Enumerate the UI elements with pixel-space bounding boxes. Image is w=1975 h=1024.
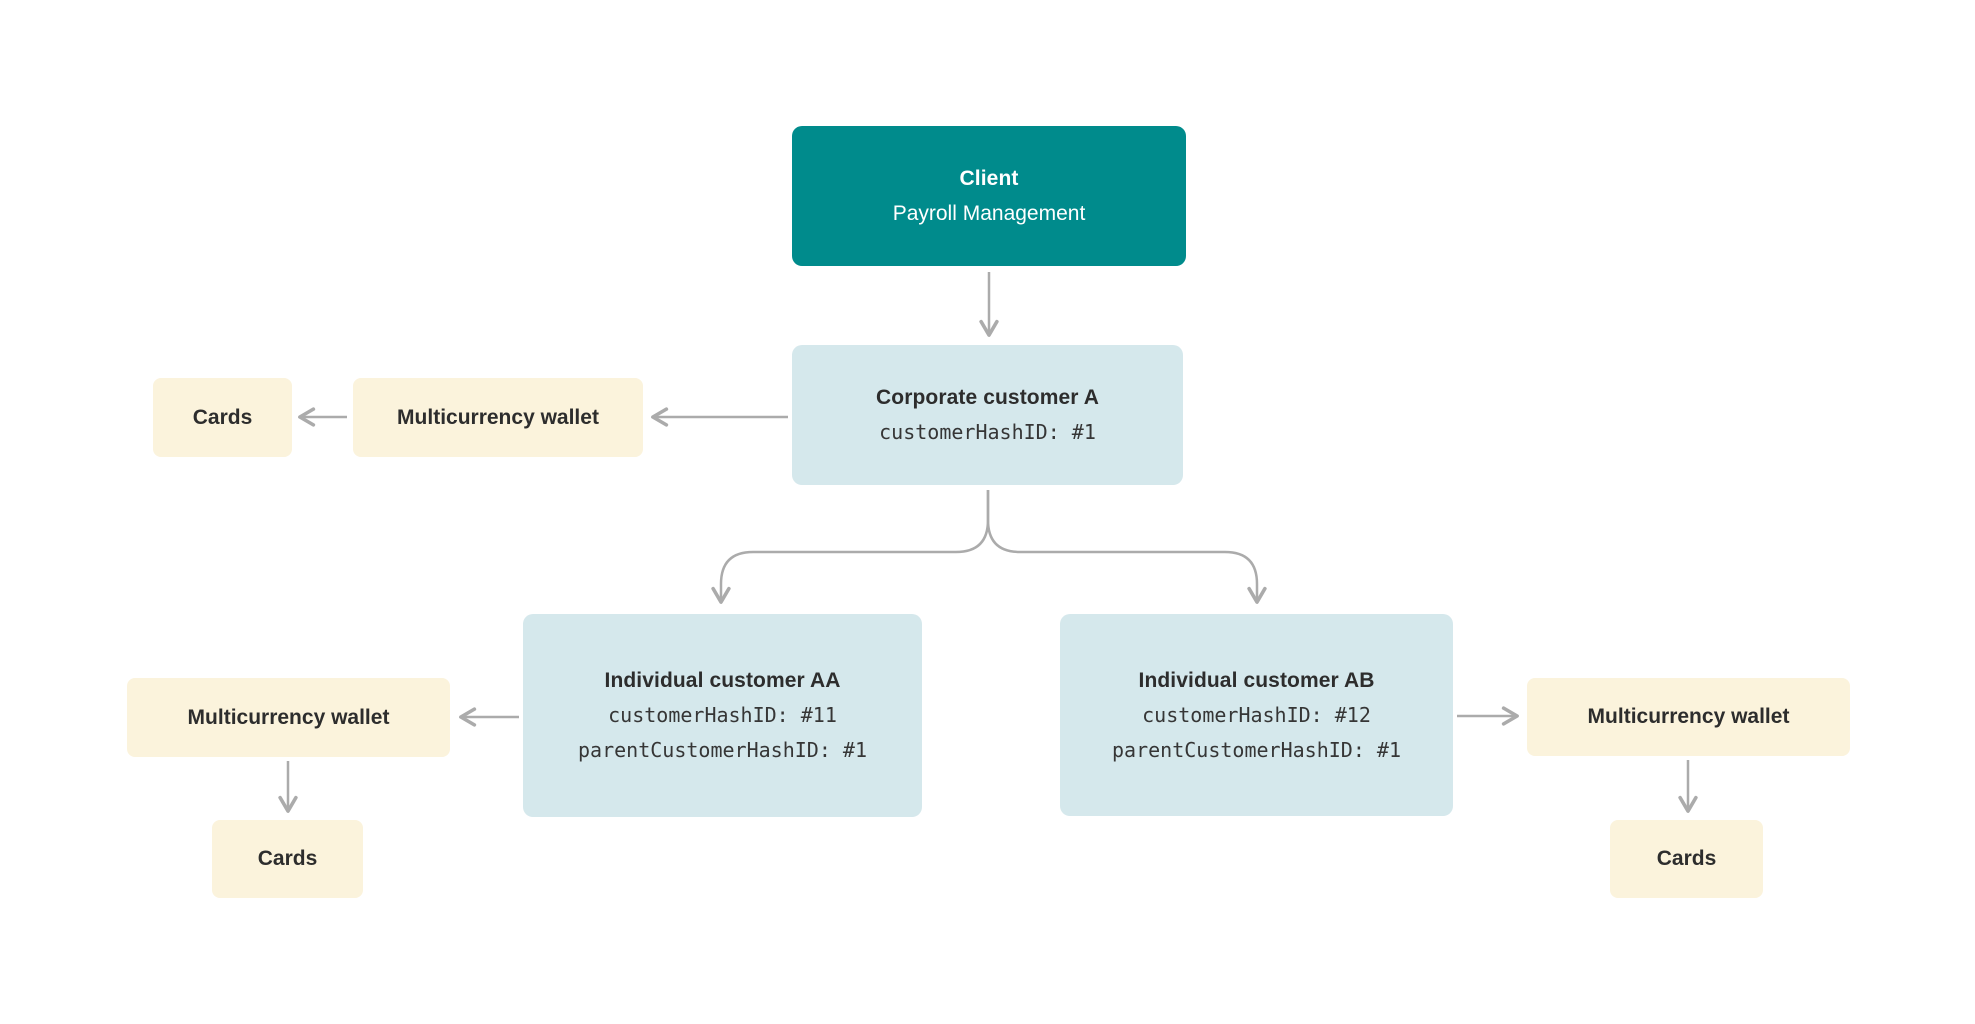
- node-individual-customer-aa: Individual customer AA customerHashID: #…: [523, 614, 922, 817]
- corporate-a-title: Corporate customer A: [876, 386, 1099, 409]
- arrow-corporate-to-individual-aa: [711, 490, 990, 604]
- arrow-corporate-to-individual-ab: [986, 490, 1267, 604]
- individual-ab-parent-hash-id: parentCustomerHashID: #1: [1112, 737, 1401, 762]
- wallet-top-label: Multicurrency wallet: [397, 405, 599, 429]
- cards-right-label: Cards: [1656, 847, 1717, 870]
- individual-aa-hash-id: customerHashID: #11: [608, 703, 837, 727]
- individual-aa-title: Individual customer AA: [604, 669, 841, 692]
- wallet-left-label: Multicurrency wallet: [187, 705, 390, 729]
- cards-left-label: Cards: [257, 847, 318, 870]
- node-cards-ab: Cards: [1610, 820, 1763, 898]
- individual-aa-parent-hash-id: parentCustomerHashID: #1: [578, 738, 867, 762]
- client-subtitle: Payroll Management: [892, 202, 1086, 225]
- node-multicurrency-wallet-ab: Multicurrency wallet: [1527, 678, 1850, 756]
- client-title: Client: [959, 167, 1019, 190]
- wallet-right-label: Multicurrency wallet: [1587, 705, 1790, 728]
- node-corporate-customer-a: Corporate customer A customerHashID: #1: [792, 345, 1183, 485]
- node-cards-corporate: Cards: [153, 378, 292, 457]
- corporate-a-hash-id: customerHashID: #1: [879, 420, 1096, 444]
- node-cards-aa: Cards: [212, 820, 363, 898]
- node-individual-customer-ab: Individual customer AB customerHashID: #…: [1060, 614, 1453, 816]
- node-multicurrency-wallet-aa: Multicurrency wallet: [127, 678, 450, 757]
- node-multicurrency-wallet-corporate: Multicurrency wallet: [353, 378, 643, 457]
- cards-top-label: Cards: [192, 405, 253, 429]
- node-client: Client Payroll Management: [792, 126, 1186, 266]
- individual-ab-title: Individual customer AB: [1138, 668, 1375, 692]
- individual-ab-hash-id: customerHashID: #12: [1142, 702, 1371, 727]
